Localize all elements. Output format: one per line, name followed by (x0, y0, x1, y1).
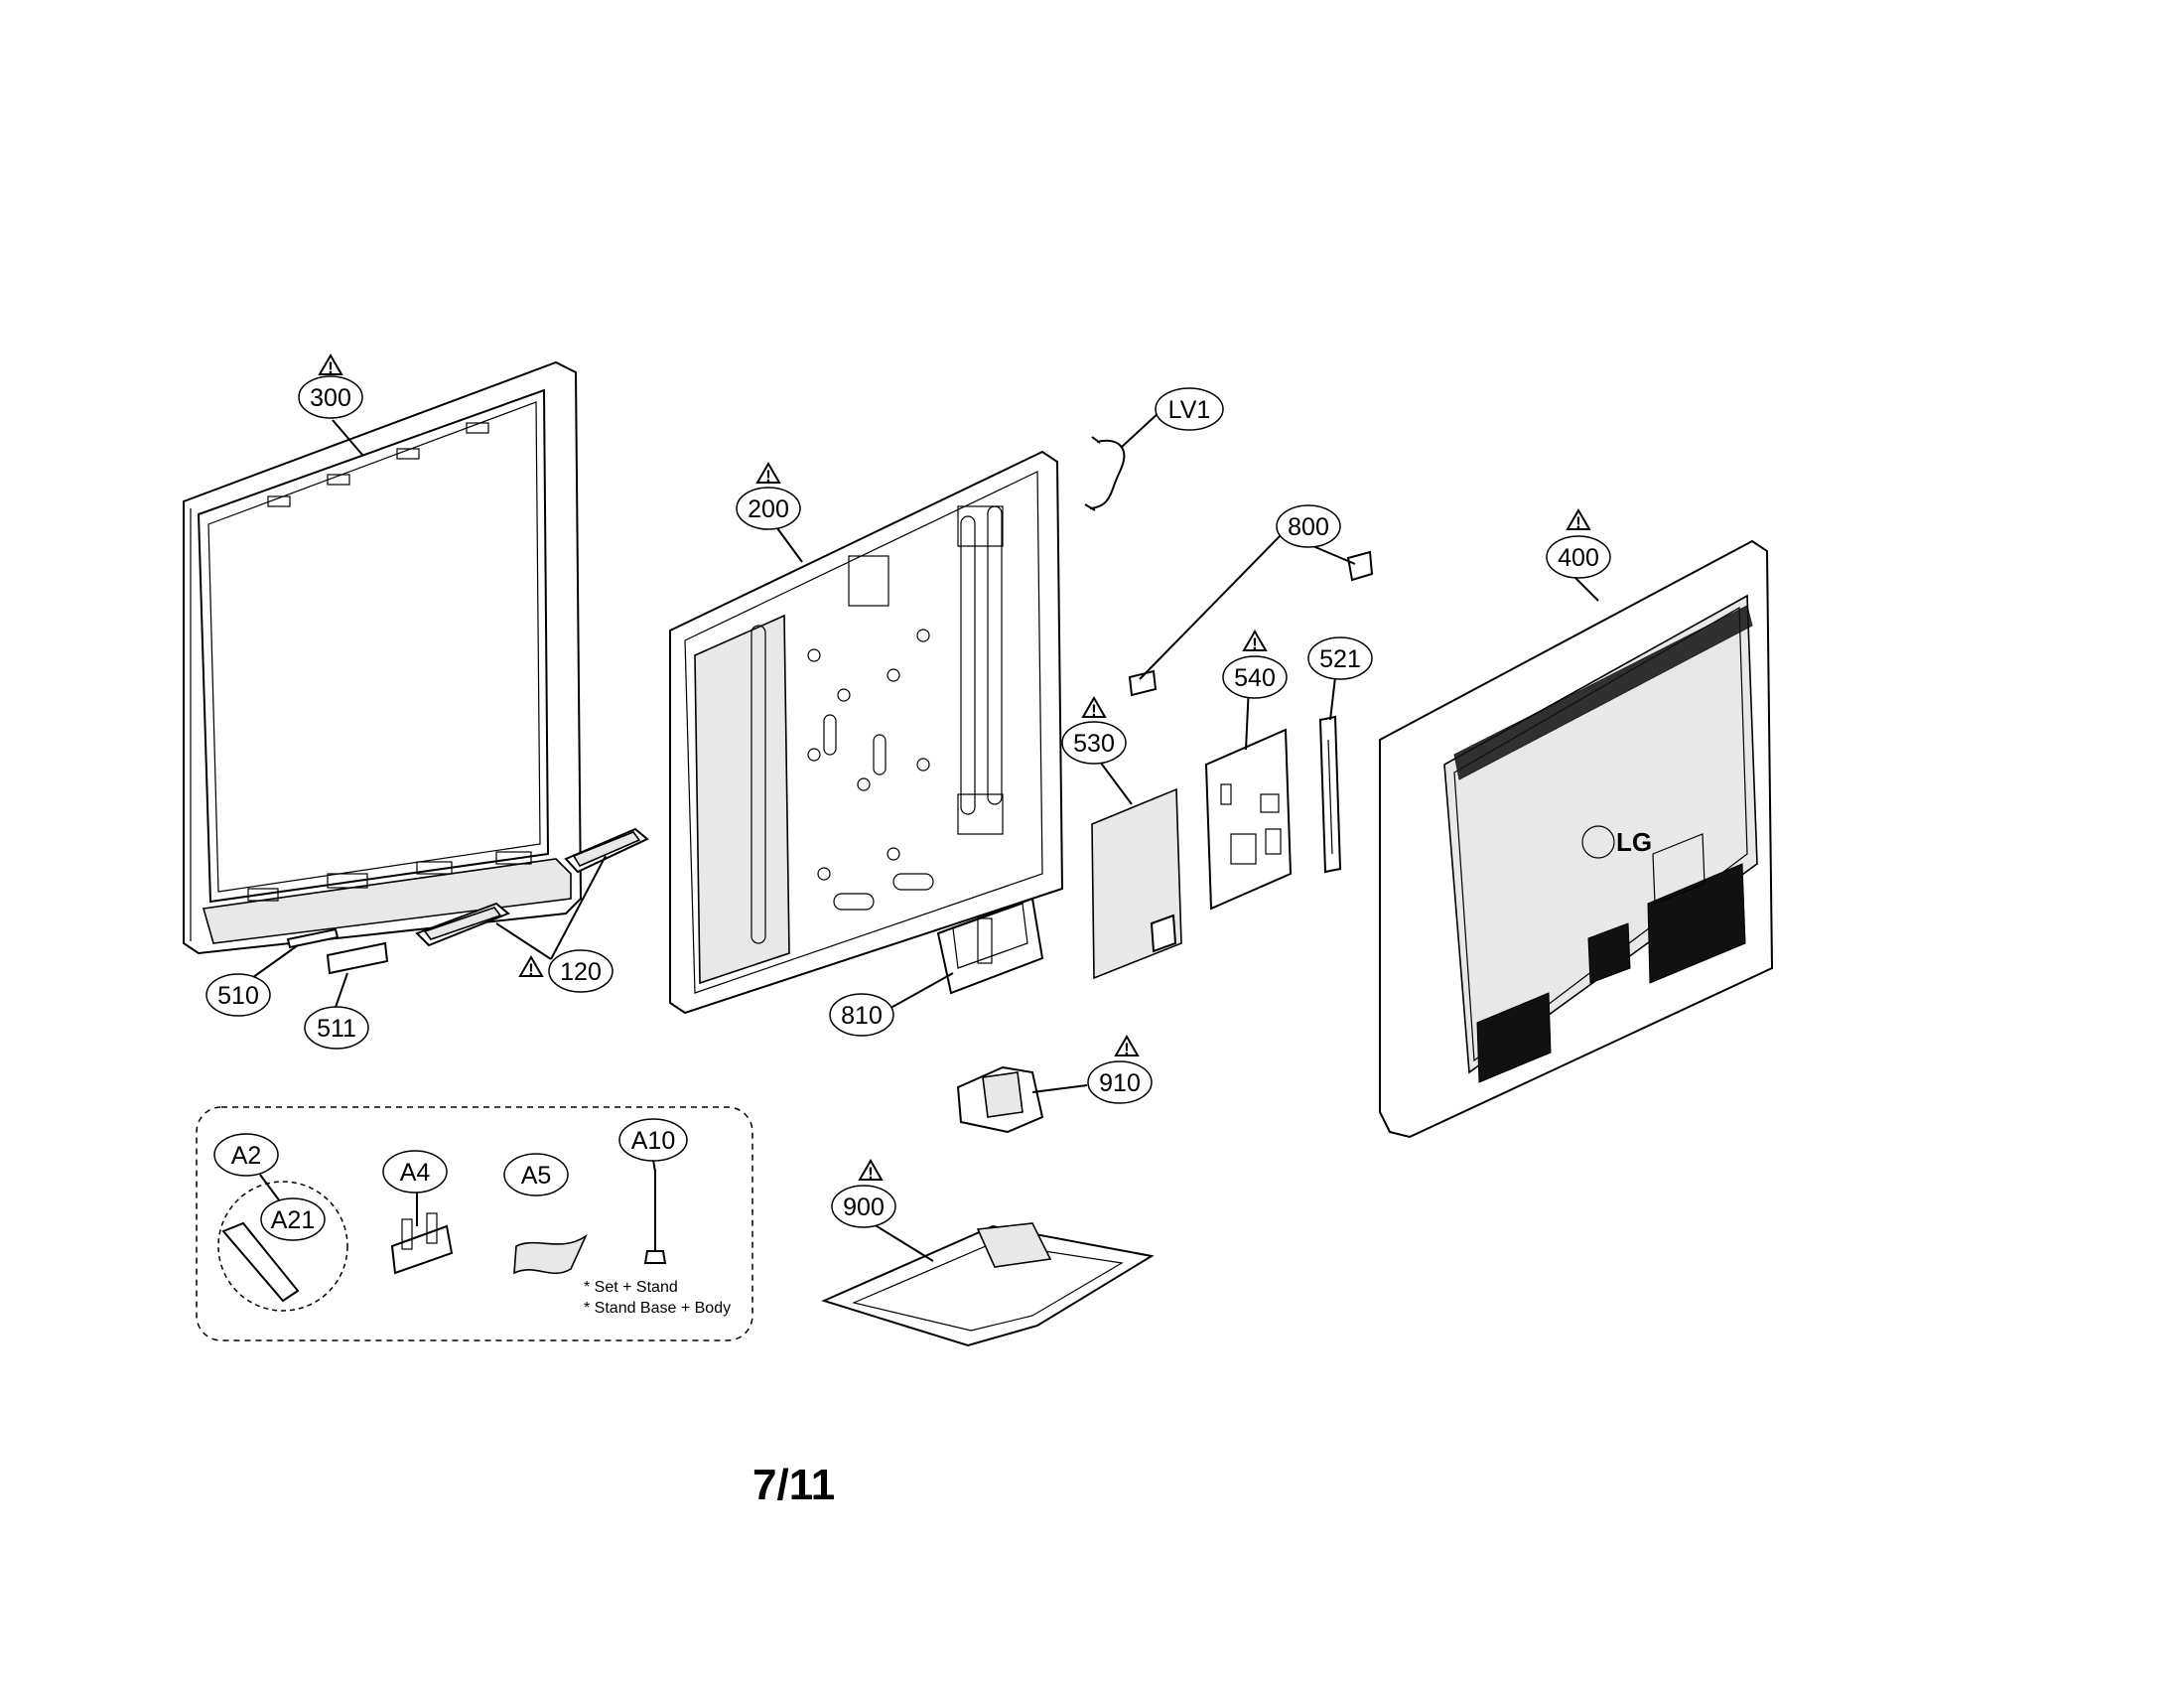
warning-mark-540: ! (1252, 634, 1258, 653)
callout-a4: A4 (382, 1150, 448, 1194)
stand-body-910 (956, 1065, 1044, 1134)
callout-label-910: 910 (1099, 1069, 1141, 1097)
stand-bracket-810 (936, 897, 1044, 995)
callout-label-540: 540 (1234, 664, 1276, 692)
callout-label-a21: A21 (271, 1206, 315, 1234)
back-cover-logo: LG (1616, 827, 1652, 857)
accessory-note-2: * Stand Base + Body (584, 1300, 731, 1317)
cable-lv1 (1084, 436, 1126, 511)
warning-mark-900: ! (868, 1164, 874, 1183)
callout-label-200: 200 (748, 495, 789, 523)
warning-910: ! (1114, 1035, 1140, 1058)
stand-base-900 (821, 1222, 1155, 1347)
warning-530: ! (1081, 696, 1107, 720)
warning-200: ! (755, 462, 781, 486)
warning-mark-300: ! (328, 358, 334, 377)
ir-board-510 (286, 927, 340, 949)
page-number: 7/11 (752, 1461, 835, 1509)
callout-a5: A5 (503, 1153, 569, 1196)
callout-lv1: LV1 (1155, 387, 1224, 431)
callout-510: 510 (205, 973, 271, 1017)
callout-810: 810 (829, 993, 894, 1037)
callout-label-511: 511 (317, 1015, 356, 1043)
callout-400: 400 (1546, 535, 1611, 579)
callout-511: 511 (304, 1006, 369, 1050)
callout-a10: A10 (618, 1118, 688, 1162)
callout-label-a5: A5 (521, 1162, 552, 1190)
warning-mark-120: ! (528, 960, 534, 979)
power-supply-530 (1091, 787, 1182, 980)
callout-label-400: 400 (1558, 544, 1599, 572)
callout-label-300: 300 (310, 384, 351, 412)
callout-label-a10: A10 (631, 1127, 675, 1155)
callout-label-lv1: LV1 (1168, 396, 1211, 424)
callout-label-521: 521 (1319, 645, 1361, 673)
callout-540: 540 (1222, 655, 1288, 699)
callout-label-510: 510 (217, 982, 259, 1010)
callout-200: 200 (736, 487, 801, 530)
callout-910: 910 (1087, 1060, 1153, 1104)
callout-800: 800 (1276, 504, 1341, 548)
callout-a21: A21 (260, 1197, 326, 1241)
callout-label-a4: A4 (400, 1159, 431, 1187)
callout-300: 300 (298, 375, 363, 419)
callout-530: 530 (1061, 721, 1127, 765)
warning-mark-530: ! (1091, 701, 1097, 720)
callout-521: 521 (1307, 636, 1373, 680)
callout-120: 120 (548, 949, 614, 993)
callout-900: 900 (831, 1185, 896, 1228)
warning-mark-200: ! (765, 467, 771, 486)
accessories-box (196, 1106, 753, 1341)
callout-label-800: 800 (1288, 513, 1329, 541)
warning-400: ! (1566, 508, 1591, 532)
warning-540: ! (1242, 630, 1268, 653)
callout-a2: A2 (213, 1133, 279, 1177)
main-board-540 (1204, 728, 1293, 911)
front-bezel-300 (183, 360, 583, 955)
lcd-module-200 (669, 450, 1064, 1015)
back-cover-400: LG (1379, 539, 1774, 1139)
callout-label-120: 120 (560, 958, 602, 986)
callout-label-810: 810 (841, 1002, 883, 1030)
speakers-120 (415, 827, 649, 947)
warning-mark-400: ! (1575, 513, 1581, 532)
callout-label-a2: A2 (231, 1142, 262, 1170)
callout-label-530: 530 (1073, 730, 1115, 758)
warning-mark-910: ! (1124, 1040, 1130, 1058)
warning-120: ! (518, 955, 544, 979)
callout-label-900: 900 (843, 1194, 885, 1221)
warning-900: ! (858, 1159, 884, 1183)
accessory-note-1: * Set + Stand (584, 1279, 678, 1296)
board-511 (326, 941, 389, 975)
button-board-521 (1318, 715, 1342, 874)
warning-300: ! (318, 353, 343, 377)
